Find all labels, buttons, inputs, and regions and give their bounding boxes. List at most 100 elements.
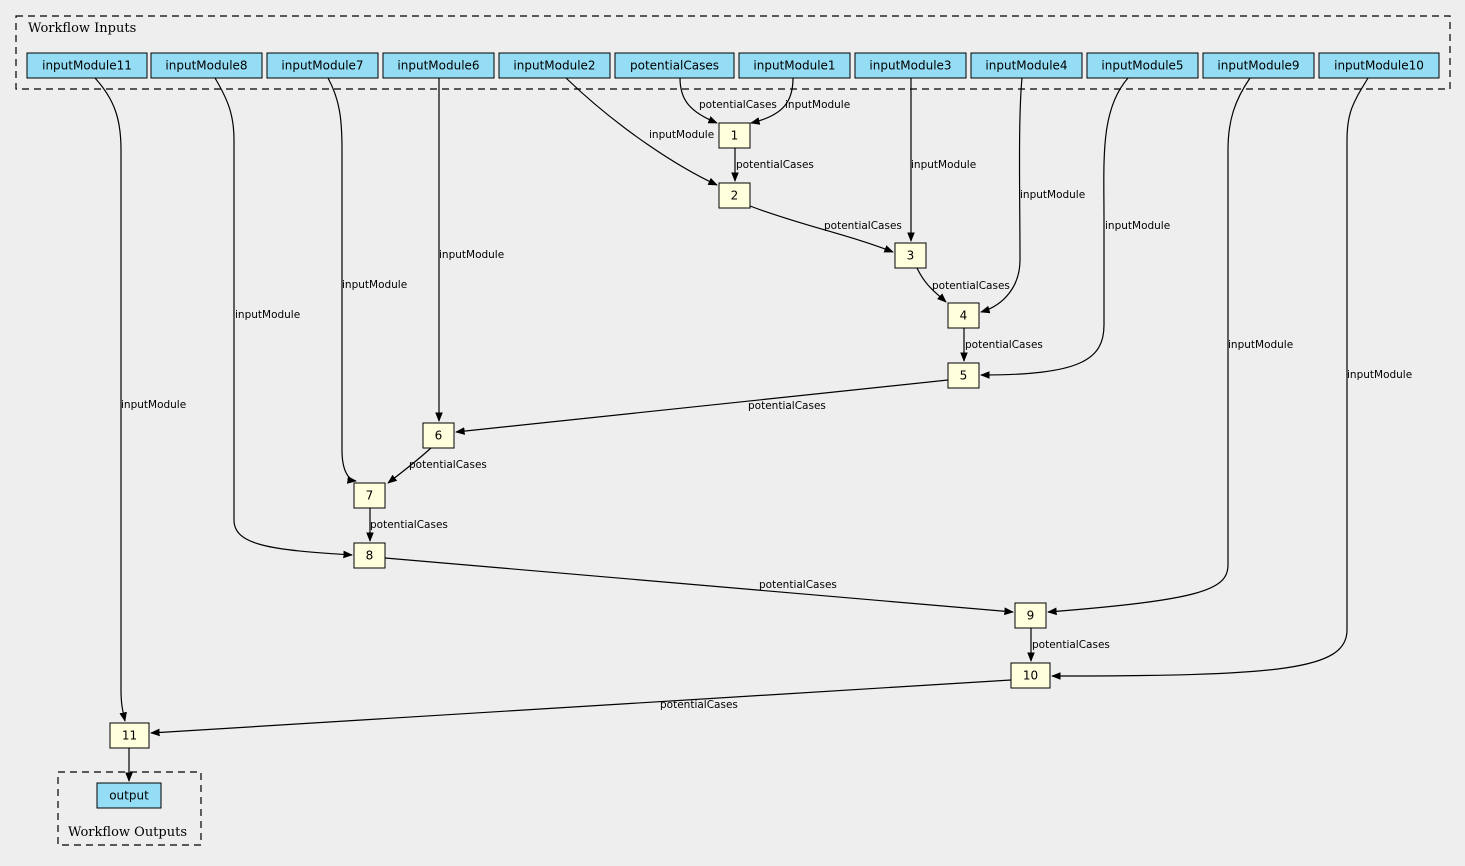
input-node-inputModule4-box (970, 52, 1083, 79)
edge-line (455, 379, 949, 435)
step-node-1-box (718, 122, 751, 149)
edge-line (327, 77, 357, 484)
step-node-1-label: 1 (731, 129, 739, 143)
edge-label: inputModule (1105, 220, 1170, 232)
step-node-11[interactable]: 11 (109, 722, 150, 749)
edge-label: potentialCases (759, 579, 837, 591)
input-node-inputModule7[interactable]: inputModule7 (266, 52, 379, 79)
step-node-9-box (1014, 602, 1047, 629)
edge-s7-to-s8: potentialCases (366, 508, 448, 542)
input-node-potentialCases[interactable]: potentialCases (614, 52, 735, 79)
output-node-output[interactable]: output (96, 782, 162, 809)
input-node-inputModule2[interactable]: inputModule2 (498, 52, 611, 79)
edge-line (750, 77, 794, 125)
input-node-inputModule1[interactable]: inputModule1 (738, 52, 851, 79)
edge-inputModule11-to-s11: inputModule (94, 77, 186, 722)
edge-s8-to-s9: potentialCases (384, 557, 1014, 616)
step-node-1[interactable]: 1 (718, 122, 751, 149)
input-node-inputModule8-label: inputModule8 (165, 59, 247, 73)
step-node-2[interactable]: 2 (718, 182, 751, 209)
edge-line (214, 77, 353, 559)
edge-inputModule9-to-s9: inputModule (1047, 77, 1293, 616)
edge-label: inputModule (235, 309, 300, 321)
step-node-2-label: 2 (731, 189, 739, 203)
input-node-inputModule2-box (498, 52, 611, 79)
step-node-4-label: 4 (960, 309, 968, 323)
step-node-3-box (894, 242, 927, 269)
workflow-inputs-label: Workflow Inputs (28, 21, 136, 36)
input-node-inputModule6-box (382, 52, 495, 79)
edge-line (1047, 77, 1251, 616)
input-node-inputModule2-label: inputModule2 (513, 59, 595, 73)
input-node-potentialCases-label: potentialCases (630, 59, 719, 73)
input-node-inputModule10[interactable]: inputModule10 (1318, 52, 1440, 79)
edge-line (384, 557, 1014, 616)
edge-line (749, 205, 894, 253)
edge-label: inputModule (439, 249, 504, 261)
step-node-8[interactable]: 8 (353, 542, 386, 569)
edge-s3-to-s4: potentialCases (916, 267, 1010, 303)
edge-line (94, 77, 127, 722)
step-node-6[interactable]: 6 (422, 422, 455, 449)
step-node-2-box (718, 182, 751, 209)
output-node-output-box (96, 782, 162, 809)
input-node-inputModule1-box (738, 52, 851, 79)
step-node-10[interactable]: 10 (1010, 662, 1051, 689)
input-node-inputModule6[interactable]: inputModule6 (382, 52, 495, 79)
input-node-inputModule9[interactable]: inputModule9 (1202, 52, 1315, 79)
input-node-inputModule5[interactable]: inputModule5 (1086, 52, 1199, 79)
edge-line (150, 679, 1012, 737)
input-node-inputModule3-label: inputModule3 (869, 59, 951, 73)
step-node-8-box (353, 542, 386, 569)
edge-s9-to-s10: potentialCases (1027, 628, 1110, 662)
input-node-inputModule3[interactable]: inputModule3 (854, 52, 967, 79)
edge-inputModule1-to-s1: inputModule (750, 77, 850, 125)
edge-inputModule2-to-s2: inputModule (565, 77, 718, 186)
edge-line (1051, 77, 1369, 680)
input-node-inputModule4[interactable]: inputModule4 (970, 52, 1083, 79)
input-node-inputModule5-label: inputModule5 (1101, 59, 1183, 73)
workflow-outputs-label: Workflow Outputs (68, 825, 187, 840)
step-node-7-label: 7 (366, 489, 374, 503)
edge-label: potentialCases (932, 280, 1010, 292)
output-node-output-label: output (109, 789, 149, 803)
edge-line (916, 267, 947, 303)
edge-label: potentialCases (824, 220, 902, 232)
step-node-7[interactable]: 7 (353, 482, 386, 509)
step-node-11-label: 11 (122, 729, 137, 743)
input-node-potentialCases-box (614, 52, 735, 79)
edge-label: inputModule (342, 279, 407, 291)
edge-line (980, 77, 1023, 314)
step-node-9-label: 9 (1027, 609, 1035, 623)
edge-label: inputModule (785, 99, 850, 111)
input-node-inputModule8[interactable]: inputModule8 (150, 52, 263, 79)
step-node-9[interactable]: 9 (1014, 602, 1047, 629)
edge-label: potentialCases (409, 459, 487, 471)
edge-label: potentialCases (1032, 639, 1110, 651)
input-node-inputModule11-label: inputModule11 (42, 59, 132, 73)
step-node-8-label: 8 (366, 549, 374, 563)
step-node-10-box (1010, 662, 1051, 689)
edge-s1-to-s2: potentialCases (731, 148, 814, 182)
step-node-5[interactable]: 5 (947, 362, 980, 389)
step-node-4-box (947, 302, 980, 329)
input-node-inputModule11[interactable]: inputModule11 (26, 52, 148, 79)
edge-label: inputModule (911, 159, 976, 171)
edge-line (565, 77, 718, 186)
step-node-5-box (947, 362, 980, 389)
edge-inputModule10-to-s10: inputModule (1051, 77, 1412, 680)
edge-inputModule4-to-s4: inputModule (980, 77, 1085, 314)
input-node-inputModule11-box (26, 52, 148, 79)
input-node-inputModule7-box (266, 52, 379, 79)
input-node-inputModule3-box (854, 52, 967, 79)
input-node-inputModule10-label: inputModule10 (1334, 59, 1424, 73)
edge-line (980, 77, 1129, 379)
step-node-4[interactable]: 4 (947, 302, 980, 329)
edge-label: potentialCases (660, 699, 738, 711)
edge-label: inputModule (1347, 369, 1412, 381)
edge-label: potentialCases (965, 339, 1043, 351)
step-node-3[interactable]: 3 (894, 242, 927, 269)
edge-label: potentialCases (699, 99, 777, 111)
input-node-inputModule10-box (1318, 52, 1440, 79)
edge-label: potentialCases (370, 519, 448, 531)
